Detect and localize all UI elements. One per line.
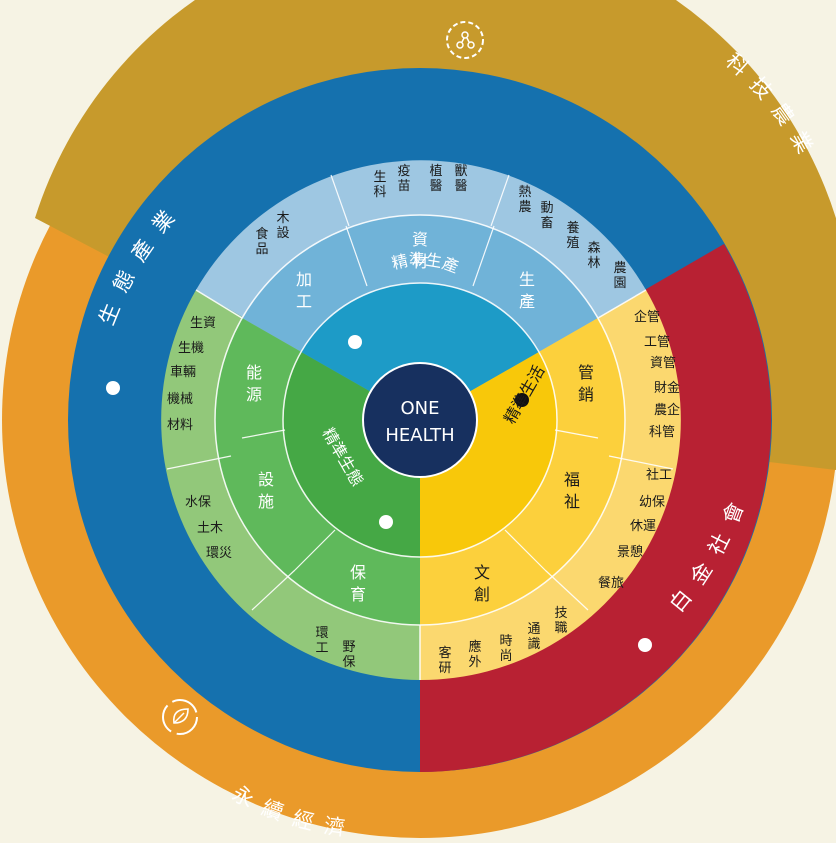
- middle-left-label: 設施: [258, 470, 274, 511]
- outer-right-label: 客研: [438, 645, 451, 676]
- outer-right-label: 財金: [654, 380, 680, 396]
- outer-right-label: 技職: [554, 606, 567, 636]
- gear-network-icon: [446, 21, 484, 59]
- outer-left-label: 水保: [185, 495, 211, 510]
- outer-top-label: 食品: [255, 226, 268, 257]
- outer-left-label: 環災: [206, 546, 232, 561]
- outer-left-label: 生資: [190, 316, 216, 331]
- outer-left-label: 土木: [197, 521, 223, 536]
- leaf-recycle-icon: [162, 699, 198, 735]
- outer-right-label: 餐旅: [598, 575, 624, 591]
- outer-left-label: 機械: [167, 392, 193, 407]
- center-line1: ONE: [400, 398, 439, 419]
- outer-left-label: 野保: [342, 640, 355, 670]
- center-circle: [362, 362, 478, 478]
- outer-top-label: 生科: [373, 170, 386, 200]
- inner-left-dot: [379, 515, 393, 529]
- ring-right-dot: [638, 638, 652, 652]
- outer-labels: 木設食品 生科疫苗植醫獸醫熱農動畜養殖森林農園企管工管資管財金農企科管社工幼保休運…: [167, 163, 680, 676]
- ring-dividers: [195, 214, 647, 680]
- outer-right-label: 企管: [634, 309, 660, 325]
- outer-right-label: 農企: [654, 402, 680, 418]
- middle-left-label: 能源: [246, 363, 262, 404]
- outer-right-label: 景憩: [617, 544, 643, 560]
- outer-top-label: 植醫: [429, 164, 442, 194]
- outer-top-label: 養殖: [566, 220, 579, 251]
- middle-top-label: 資材: [412, 230, 428, 271]
- outer-right-label: 時尚: [499, 634, 512, 664]
- center-line2: HEALTH: [385, 425, 454, 446]
- outer-top-label: 疫苗: [397, 163, 410, 194]
- outer-top-label: 獸醫: [454, 164, 467, 194]
- outer-top-label: 森林: [587, 241, 600, 271]
- outer-right-label: 社工: [646, 467, 672, 483]
- outer-right-label: 通識: [527, 622, 540, 652]
- outer-right-label: 科管: [649, 425, 675, 440]
- outer-right-label: 資管: [650, 356, 676, 371]
- inner-top-sector: [301, 282, 539, 420]
- ring-left-dot: [106, 381, 120, 395]
- inner-right-dot: [515, 393, 529, 407]
- outer-right-label: 幼保: [639, 495, 665, 510]
- outer-left-label: 材料: [167, 418, 193, 433]
- middle-top-label: 加工: [296, 270, 312, 311]
- segment-dividers: [166, 174, 674, 611]
- middle-right-label: 福祉: [564, 470, 580, 511]
- middle-top-label: 生產: [519, 270, 535, 311]
- outer-left-label: 生機: [178, 341, 204, 356]
- inner-top-dot: [348, 335, 362, 349]
- outer-top-label: 動畜: [540, 201, 553, 231]
- middle-left-label: 保育: [350, 563, 366, 604]
- outer-left-label: 車輛: [170, 365, 196, 380]
- outer-right-label: 休運: [630, 519, 656, 534]
- outer-top-label: 木設: [276, 211, 289, 241]
- middle-right-label: 文創: [474, 563, 490, 604]
- middle-right-label: 管銷: [578, 363, 594, 404]
- outer-right-label: 工管: [644, 335, 670, 350]
- outer-left-label: 環工: [315, 626, 328, 656]
- outer-right-label: 應外: [468, 639, 481, 670]
- outer-top-label: 農園: [613, 261, 626, 291]
- outer-top-label: 熱農: [518, 185, 531, 215]
